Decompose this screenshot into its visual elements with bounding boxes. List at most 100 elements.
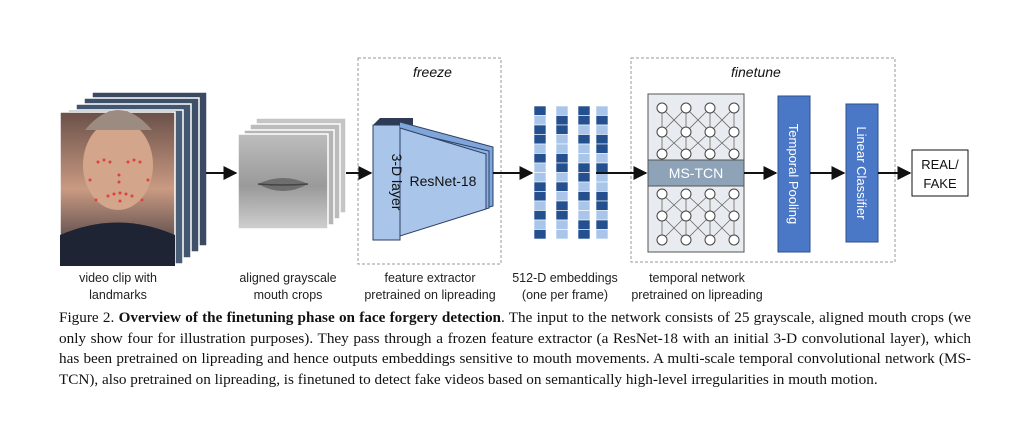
- embedding-cell: [555, 229, 569, 240]
- embedding-cell: [595, 143, 609, 154]
- embedding-cell: [533, 172, 547, 183]
- temporal-pooling-label: Temporal Pooling: [786, 124, 801, 224]
- embedding-cell: [577, 153, 591, 164]
- tcn-node: [656, 148, 668, 160]
- embedding-cell: [555, 162, 569, 173]
- feature-extractor: [372, 118, 494, 241]
- linear-classifier-label: Linear Classifier: [854, 126, 869, 220]
- tcn-node: [656, 210, 668, 222]
- embedding-cell: [595, 219, 609, 230]
- embedding-cell: [577, 124, 591, 135]
- embedding-cell: [555, 105, 569, 116]
- temporal-pooling-block: [777, 95, 811, 253]
- video-label-line1: video clip with: [79, 271, 157, 285]
- embedding-cell: [533, 210, 547, 221]
- tcn-node: [656, 126, 668, 138]
- embedding-cell: [595, 115, 609, 126]
- embedding-cell: [555, 134, 569, 145]
- embedding-cell: [555, 115, 569, 126]
- tcn-node: [680, 210, 692, 222]
- tcn-node: [680, 126, 692, 138]
- embedding-cell: [577, 200, 591, 211]
- embedding-cell: [533, 134, 547, 145]
- embeddings-label: 512-D embeddings (one per frame): [505, 270, 625, 304]
- tcn-edge: [661, 107, 687, 133]
- linear-classifier-block: [845, 103, 879, 243]
- embedding-cell: [577, 181, 591, 192]
- tcn-node: [656, 188, 668, 200]
- embedding-cell: [533, 124, 547, 135]
- video-label: video clip with landmarks: [48, 270, 188, 304]
- tcn-edge: [709, 215, 735, 241]
- embedding-cell: [533, 219, 547, 230]
- tcn-node: [728, 148, 740, 160]
- temporal-label: temporal network pretrained on lipreadin…: [622, 270, 772, 304]
- video-clip-stack: [59, 91, 208, 267]
- embeddings-label-line2: (one per frame): [521, 288, 609, 302]
- tcn-node: [728, 234, 740, 246]
- output-label-line2: FAKE: [923, 176, 957, 191]
- embedding-cell: [595, 210, 609, 221]
- embedding-cell: [555, 219, 569, 230]
- caption-prefix: Figure 2.: [59, 309, 115, 326]
- tcn-node: [704, 188, 716, 200]
- tcn-network-graph: [656, 102, 740, 246]
- mouth-label-line2: mouth crops: [253, 288, 323, 302]
- embedding-cell: [577, 191, 591, 202]
- extractor-label: feature extractor pretrained on lipreadi…: [355, 270, 505, 304]
- output-box: [911, 149, 969, 197]
- embeddings-label-line1: 512-D embeddings: [512, 271, 618, 285]
- tcn-edge: [685, 107, 711, 133]
- embedding-cell: [595, 181, 609, 192]
- embedding-cell: [555, 143, 569, 154]
- embedding-cell: [533, 115, 547, 126]
- embedding-cell: [577, 229, 591, 240]
- mouth-crops-stack: [237, 117, 347, 230]
- extractor-label-line2: pretrained on lipreading: [364, 288, 496, 302]
- extractor-label-line1: feature extractor: [384, 271, 476, 285]
- embedding-cell: [533, 229, 547, 240]
- embedding-cell: [533, 200, 547, 211]
- embedding-cell: [533, 105, 547, 116]
- embedding-cell: [595, 153, 609, 164]
- tcn-node: [656, 102, 668, 114]
- embedding-columns: [533, 105, 609, 240]
- embedding-cell: [555, 153, 569, 164]
- tcn-node: [680, 234, 692, 246]
- video-label-line2: landmarks: [89, 288, 147, 302]
- tcn-node: [704, 126, 716, 138]
- figure-caption: Figure 2. Overview of the finetuning pha…: [59, 308, 971, 390]
- tcn-edge: [661, 215, 687, 241]
- tcn-node: [728, 102, 740, 114]
- embedding-cell: [577, 210, 591, 221]
- freeze-stage-box: [357, 57, 502, 265]
- caption-body: . The input to the network consists of 2…: [59, 309, 972, 388]
- finetune-title: finetune: [731, 64, 781, 80]
- embedding-cell: [533, 162, 547, 173]
- embedding-cell: [595, 134, 609, 145]
- embedding-cell: [595, 162, 609, 173]
- tcn-node: [656, 234, 668, 246]
- tcn-node: [728, 126, 740, 138]
- tcn-node: [728, 188, 740, 200]
- embedding-cell: [595, 105, 609, 116]
- tcn-node: [728, 210, 740, 222]
- embedding-cell: [595, 124, 609, 135]
- tcn-node: [680, 148, 692, 160]
- embedding-cell: [577, 219, 591, 230]
- layer3d-label: 3-D layer: [389, 154, 405, 211]
- tcn-node: [680, 102, 692, 114]
- embedding-cell: [577, 115, 591, 126]
- embedding-cell: [533, 181, 547, 192]
- embedding-cell: [595, 229, 609, 240]
- embedding-cell: [577, 134, 591, 145]
- mouth-label: aligned grayscale mouth crops: [218, 270, 358, 304]
- embedding-cell: [555, 181, 569, 192]
- embedding-cell: [555, 200, 569, 211]
- embedding-cell: [577, 143, 591, 154]
- embedding-cell: [533, 153, 547, 164]
- tcn-edge: [709, 107, 735, 133]
- mouth-label-line1: aligned grayscale: [239, 271, 337, 285]
- embedding-cell: [533, 191, 547, 202]
- embedding-cell: [555, 210, 569, 221]
